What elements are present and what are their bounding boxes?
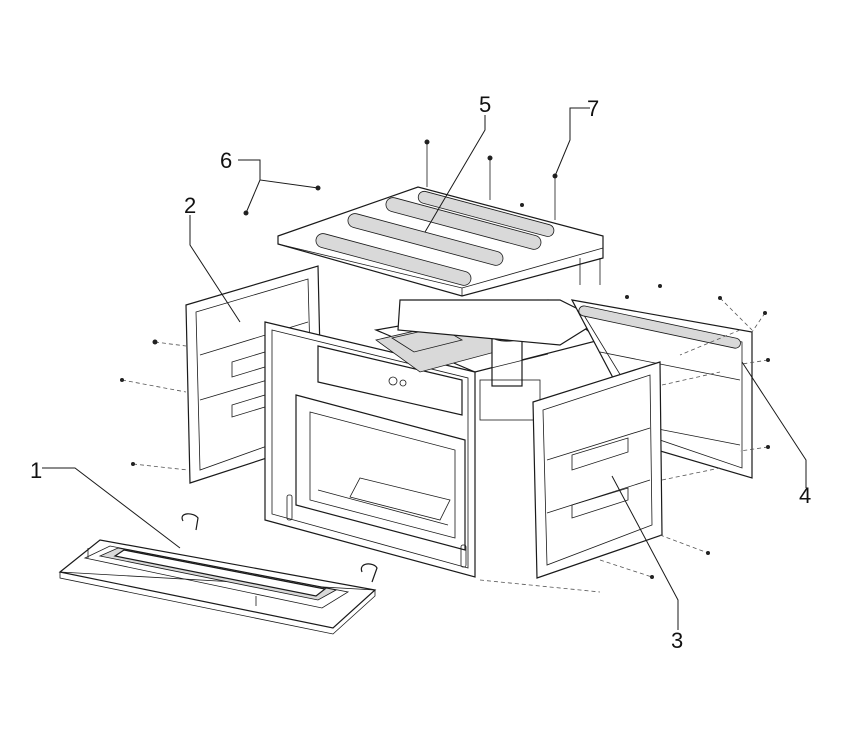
callout-3: 3 — [671, 628, 683, 653]
oven-cavity-body — [264, 299, 602, 578]
callout-2: 2 — [184, 193, 196, 218]
callout-labels: 1 2 3 4 5 6 7 — [30, 92, 811, 653]
callout-leaders — [42, 107, 807, 630]
callout-7: 7 — [587, 96, 599, 121]
oven-door — [58, 513, 378, 635]
callout-6: 6 — [220, 148, 232, 173]
right-side-panel — [479, 361, 721, 593]
top-cover-panel — [277, 186, 604, 297]
callout-4: 4 — [799, 483, 811, 508]
rear-panel — [570, 296, 770, 479]
top-screws — [243, 139, 662, 299]
callout-1: 1 — [30, 458, 42, 483]
callout-5: 5 — [479, 92, 491, 117]
